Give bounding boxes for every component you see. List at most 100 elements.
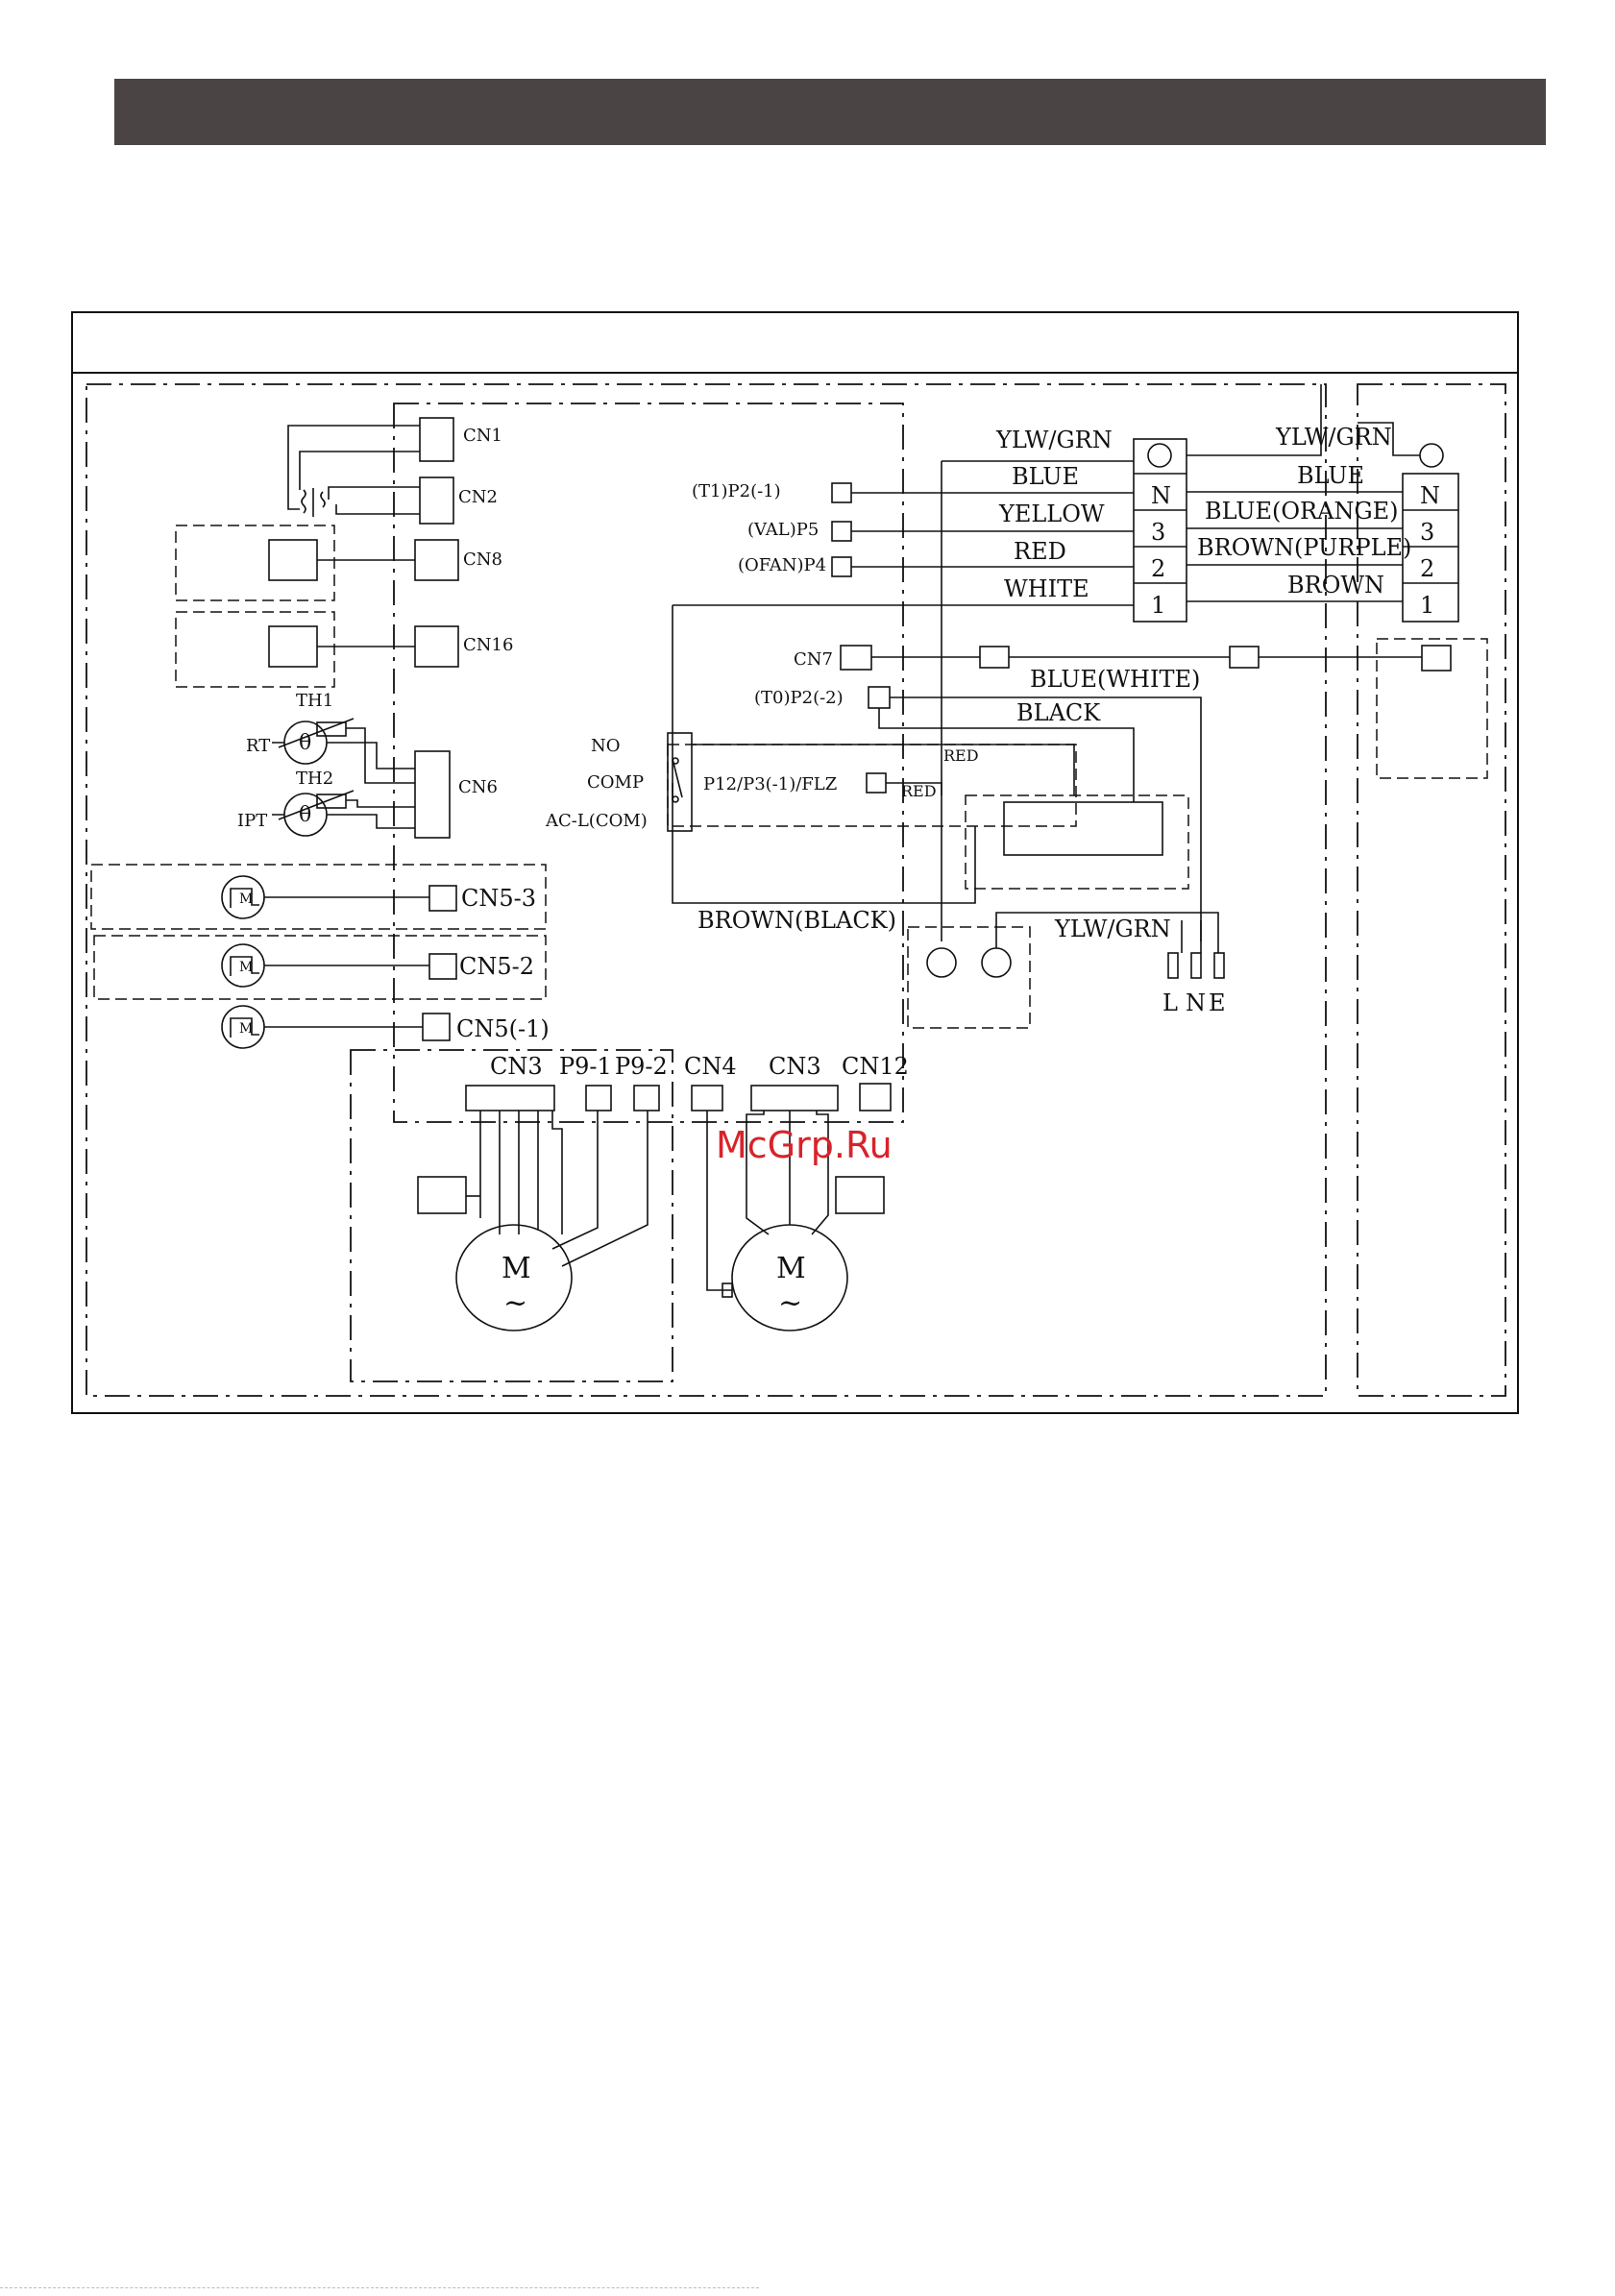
cn16-module <box>175 611 335 688</box>
ipt-label: IPT <box>237 811 267 831</box>
plug-pin-n <box>1190 952 1202 979</box>
power-lead-wires <box>995 912 1219 953</box>
cn2-connector <box>419 476 454 525</box>
terminal-block-a <box>1133 438 1187 623</box>
power-e-label: E <box>1209 989 1226 1016</box>
cn8-connector <box>414 539 459 581</box>
red-wire-2 <box>886 782 942 795</box>
term-b-1: 1 <box>1420 592 1434 619</box>
cn3-a-connector <box>465 1085 555 1111</box>
term-a-1: 1 <box>1151 592 1165 619</box>
display-module <box>965 794 1189 890</box>
main-board-boundary <box>393 403 904 1123</box>
cn3-b-connector <box>750 1085 839 1111</box>
wire-brown: BROWN <box>1287 572 1384 598</box>
relay-body <box>667 732 693 832</box>
acl-com-label: AC-L(COM) <box>545 811 648 831</box>
cn1-label: CN1 <box>463 426 502 446</box>
cn3-b-label: CN3 <box>769 1053 821 1080</box>
ground-module <box>907 926 1031 1029</box>
indoor-motor-thermal <box>417 1176 467 1214</box>
display-panel <box>1003 801 1163 856</box>
ofan-p4-pin <box>831 556 852 577</box>
thermistor-wires <box>272 727 415 829</box>
cn6-connector <box>414 750 451 839</box>
term-b-3: 3 <box>1420 519 1434 546</box>
term-a-3: 3 <box>1151 519 1165 546</box>
cn1-connector <box>419 417 454 462</box>
indoor-unit-boundary <box>86 383 1327 1397</box>
red-label-1: RED <box>943 746 979 765</box>
no-label: NO <box>591 736 621 756</box>
th2-resistor <box>316 794 347 809</box>
cn12-label: CN12 <box>842 1053 909 1080</box>
cn5-3-label: CN5-3 <box>461 885 536 912</box>
cn5-2-motor-m: M <box>239 960 253 975</box>
t0-p2-label: (T0)P2(-2) <box>754 688 844 708</box>
p9-1-connector <box>585 1085 612 1111</box>
cn5-3-connector <box>428 885 457 912</box>
wire-blue-orange: BLUE(ORANGE) <box>1205 498 1399 525</box>
cn12-connector <box>859 1083 892 1111</box>
black-wire <box>890 696 1202 941</box>
t1-p2-label: (T1)P2(-1) <box>692 481 781 501</box>
rt-label: RT <box>246 736 270 756</box>
wire-red: RED <box>1014 538 1066 565</box>
cn7-coupler-b <box>1229 646 1260 669</box>
th2-label: TH2 <box>296 769 333 789</box>
th1-slash <box>278 718 355 748</box>
cn5-1-connector <box>422 1013 451 1041</box>
wire-black: BLACK <box>1016 699 1101 726</box>
plug-pin-e <box>1213 952 1225 979</box>
terminal-a-to-b-wires <box>1187 384 1403 602</box>
p12-flz-label: P12/P3(-1)/FLZ <box>703 774 837 794</box>
indoor-fan-motor <box>455 1224 573 1331</box>
p12-flz-pin <box>866 772 887 794</box>
th1-resistor <box>316 721 347 737</box>
plug-pin-l <box>1167 952 1179 979</box>
relay-node-2 <box>672 795 679 803</box>
comp-label: COMP <box>587 772 644 793</box>
wire-brown-purple: BROWN(PURPLE) <box>1197 534 1411 561</box>
cn4-label: CN4 <box>684 1053 737 1080</box>
term-a-n: N <box>1151 482 1171 509</box>
wire-blue-1: BLUE <box>1012 463 1079 490</box>
power-n-label: N <box>1186 989 1206 1016</box>
ofan-p4-label: (OFAN)P4 <box>738 555 826 575</box>
bottom-rule <box>0 2287 759 2288</box>
outdoor-motor-wires <box>706 1111 829 1291</box>
transformer-wires <box>287 425 420 515</box>
cn5-1-motor-m: M <box>239 1021 253 1037</box>
wire-ylw-grn-2: YLW/GRN <box>1275 424 1392 451</box>
outdoor-small-module <box>1376 638 1488 779</box>
term-b-n: N <box>1420 482 1440 509</box>
ground-symbol-2 <box>981 947 1012 978</box>
indoor-motor-m: M <box>502 1252 531 1285</box>
watermark-text: McGrp.Ru <box>716 1124 893 1166</box>
t0-wire <box>878 708 1135 802</box>
t1-p2-pin <box>831 482 852 503</box>
p9-2-connector <box>633 1085 660 1111</box>
outdoor-ground-wire <box>1358 422 1420 456</box>
cn7-label: CN7 <box>794 649 833 670</box>
p9-1-label: P9-1 <box>559 1053 612 1080</box>
val-p5-label: (VAL)P5 <box>747 520 819 540</box>
term-b-2: 2 <box>1420 555 1434 582</box>
relay-contact <box>672 758 683 800</box>
cn7-coupler-a <box>979 646 1010 669</box>
th2-slash <box>278 790 355 820</box>
outdoor-unit-boundary <box>1357 383 1506 1397</box>
th1-theta: θ <box>299 731 311 755</box>
motor-capacitor <box>722 1282 733 1298</box>
outdoor-cn7-pin <box>1421 645 1452 672</box>
t0-p2-pin <box>868 686 891 709</box>
th1-label: TH1 <box>296 691 333 711</box>
outdoor-ground-terminal <box>1419 443 1444 468</box>
cn16-label: CN16 <box>463 635 513 655</box>
indoor-ground-terminal <box>1147 443 1172 468</box>
section-header-bar <box>114 79 1546 145</box>
board-to-terminal-a-wires <box>673 460 1134 606</box>
wire-blue-white: BLUE(WHITE) <box>1030 666 1200 693</box>
